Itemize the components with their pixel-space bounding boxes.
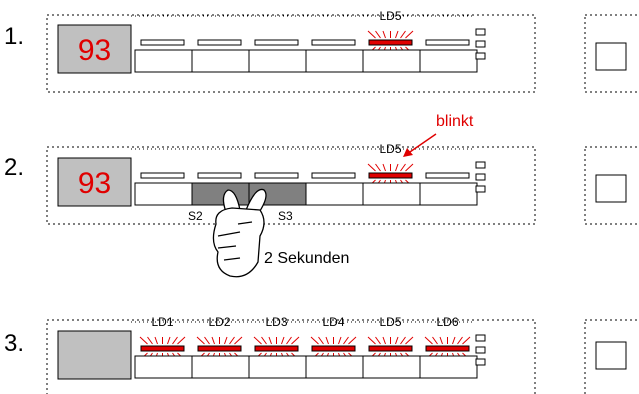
step-2-led-row: LD5: [131, 142, 474, 188]
right-panel-frame-1: [584, 14, 639, 93]
key-label-s3: S3: [278, 209, 293, 223]
step-2: 2. 93 LD5 blinkt S2 S3 2 Sekunden: [4, 113, 536, 278]
led-label-ld4: LD4: [322, 315, 344, 329]
led-ld2: [197, 39, 242, 46]
blink-arrow-line: [406, 133, 437, 155]
step-2-indicator-stack: [475, 161, 486, 193]
indicator-box: [475, 346, 486, 354]
led-ld6: [425, 345, 470, 352]
right-panel-box-2: [595, 174, 627, 203]
right-panel-frame-3: [584, 319, 639, 394]
blink-arrowhead: [403, 148, 413, 157]
step-3-key-row: [134, 355, 478, 379]
led-ld6: [425, 172, 470, 179]
key-s2[interactable]: [191, 182, 250, 206]
blink-annotation-label: blinkt: [436, 113, 474, 130]
step-3-number: 3.: [4, 330, 24, 357]
right-panel-step-2: [584, 146, 639, 225]
indicator-box: [475, 334, 486, 342]
right-panel-box-3: [595, 341, 627, 370]
indicator-box: [475, 28, 486, 36]
key-s1[interactable]: [134, 182, 193, 206]
step-1-panel-frame: [46, 14, 536, 93]
indicator-box: [475, 52, 486, 60]
led-ld6: [425, 39, 470, 46]
step-2-number: 2.: [4, 154, 24, 181]
step-1-display: [57, 24, 132, 74]
key-s4[interactable]: [305, 355, 364, 379]
step-1-key-row: [134, 49, 478, 73]
key-s3[interactable]: [248, 49, 307, 73]
right-panel-frame-2: [584, 146, 639, 225]
led-ld5: [368, 172, 413, 179]
key-s5[interactable]: [362, 355, 421, 379]
step-2-display-value: 93: [78, 167, 111, 200]
led-ld1: [140, 172, 185, 179]
led-label-ld5: LD5: [379, 9, 401, 23]
press-duration-label: 2 Sekunden: [264, 250, 349, 267]
step-1-number: 1.: [4, 23, 24, 50]
indicator-box: [475, 358, 486, 366]
led-ld4: [311, 345, 356, 352]
key-label-s2: S2: [188, 209, 203, 223]
key-s4[interactable]: [305, 49, 364, 73]
led-ld1: [140, 39, 185, 46]
led-ld2: [197, 345, 242, 352]
led-label-ld5: LD5: [379, 315, 401, 329]
led-ld2: [197, 172, 242, 179]
led-label-ld5: LD5: [379, 142, 401, 156]
step-1-led-row: LD5: [131, 9, 474, 55]
step-2-panel-frame: [46, 146, 536, 225]
step-2-key-row: [134, 182, 478, 206]
right-panel-step-1: [584, 14, 639, 93]
led-label-ld3: LD3: [265, 315, 287, 329]
indicator-box: [475, 40, 486, 48]
indicator-box: [475, 185, 486, 193]
led-ld4: [311, 172, 356, 179]
led-ld1: [140, 345, 185, 352]
key-s2[interactable]: [191, 49, 250, 73]
key-s5[interactable]: [362, 49, 421, 73]
led-ld3: [254, 345, 299, 352]
right-panel-box-1: [595, 42, 627, 71]
two-finger-hand-icon: [212, 188, 267, 278]
indicator-box: [475, 173, 486, 181]
led-label-ld1: LD1: [151, 315, 173, 329]
key-s2[interactable]: [191, 355, 250, 379]
key-s6[interactable]: [419, 355, 478, 379]
step-3-indicator-stack: [475, 334, 486, 366]
step-1: 1. 93 LD5: [4, 9, 536, 93]
key-s6[interactable]: [419, 182, 478, 206]
led-ld5: [368, 345, 413, 352]
key-s5[interactable]: [362, 182, 421, 206]
step-3-panel-frame: [46, 319, 536, 394]
step-2-display: [57, 157, 132, 207]
step-1-indicator-stack: [475, 28, 486, 60]
step-1-display-value: 93: [78, 34, 111, 67]
indicator-box: [475, 161, 486, 169]
key-s1[interactable]: [134, 49, 193, 73]
led-ld4: [311, 39, 356, 46]
key-s4[interactable]: [305, 182, 364, 206]
key-s1[interactable]: [134, 355, 193, 379]
right-panel-step-3: [584, 319, 639, 394]
led-ld3: [254, 172, 299, 179]
key-s3[interactable]: [248, 355, 307, 379]
step-3-display: [57, 330, 132, 380]
key-s6[interactable]: [419, 49, 478, 73]
led-ld3: [254, 39, 299, 46]
led-ld5: [368, 39, 413, 46]
